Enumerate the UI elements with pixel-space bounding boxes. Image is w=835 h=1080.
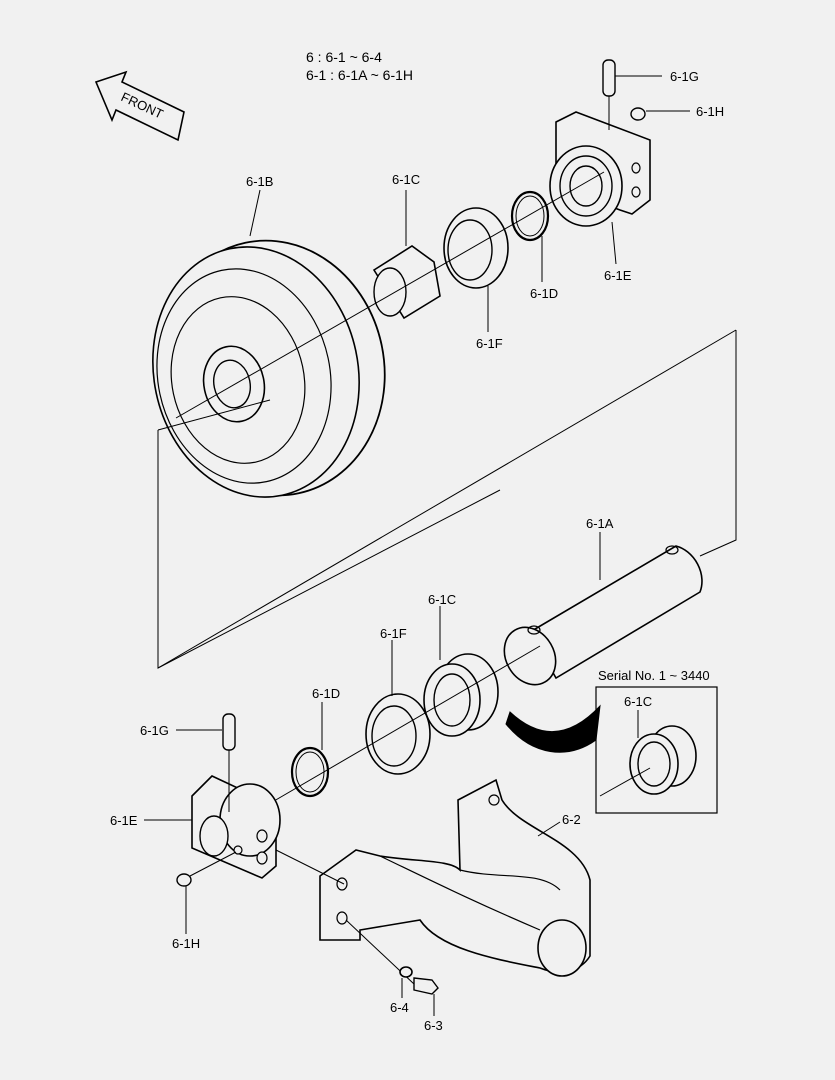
label-6-1h-top: 6-1H — [696, 104, 724, 119]
bushing-top — [372, 245, 441, 320]
plug-bottom — [176, 851, 237, 887]
spring-pin-top — [602, 59, 616, 130]
label-6-1b: 6-1B — [246, 174, 273, 189]
front-arrow-icon: FRONT — [94, 70, 185, 142]
idler-shaft — [503, 545, 703, 686]
label-6-1a: 6-1A — [586, 516, 614, 531]
header-line-2: 6-1 : 6-1A ~ 6-1H — [306, 67, 413, 83]
inset-box: Serial No. 1 ~ 3440 6-1C — [595, 668, 718, 814]
bolt — [345, 919, 439, 995]
label-6-1d-top: 6-1D — [530, 286, 558, 301]
o-ring-top — [510, 190, 550, 242]
support-bracket-bottom — [191, 775, 281, 879]
spring-pin-bottom — [222, 713, 236, 812]
label-6-3: 6-3 — [424, 1018, 443, 1033]
label-6-2: 6-2 — [562, 812, 581, 827]
label-6-1d-mid: 6-1D — [312, 686, 340, 701]
label-6-1f-top: 6-1F — [476, 336, 503, 351]
label-6-1f-mid: 6-1F — [380, 626, 407, 641]
label-6-1g-top: 6-1G — [670, 69, 699, 84]
support-arm — [275, 778, 591, 977]
seal-ring-mid — [365, 693, 431, 775]
header-line-1: 6 : 6-1 ~ 6-4 — [306, 49, 382, 65]
seal-ring-top — [443, 207, 509, 289]
label-6-1h-bottom: 6-1H — [172, 936, 200, 951]
washer — [399, 966, 413, 978]
leader-lines — [144, 75, 690, 1016]
inset-label: 6-1C — [624, 694, 652, 709]
plug-top — [630, 107, 646, 121]
label-6-1c-top: 6-1C — [392, 172, 420, 187]
inset-title: Serial No. 1 ~ 3440 — [598, 668, 710, 683]
inset-pointer-arrow — [505, 704, 601, 753]
bushing-mid — [423, 653, 499, 737]
label-6-4: 6-4 — [390, 1000, 409, 1015]
label-6-1e-bottom: 6-1E — [110, 813, 138, 828]
label-6-1c-mid: 6-1C — [428, 592, 456, 607]
support-bracket-top — [549, 111, 651, 227]
label-6-1e-top: 6-1E — [604, 268, 632, 283]
o-ring-mid — [290, 746, 330, 798]
idler-wheel — [152, 239, 386, 498]
label-6-1g-bottom: 6-1G — [140, 723, 169, 738]
